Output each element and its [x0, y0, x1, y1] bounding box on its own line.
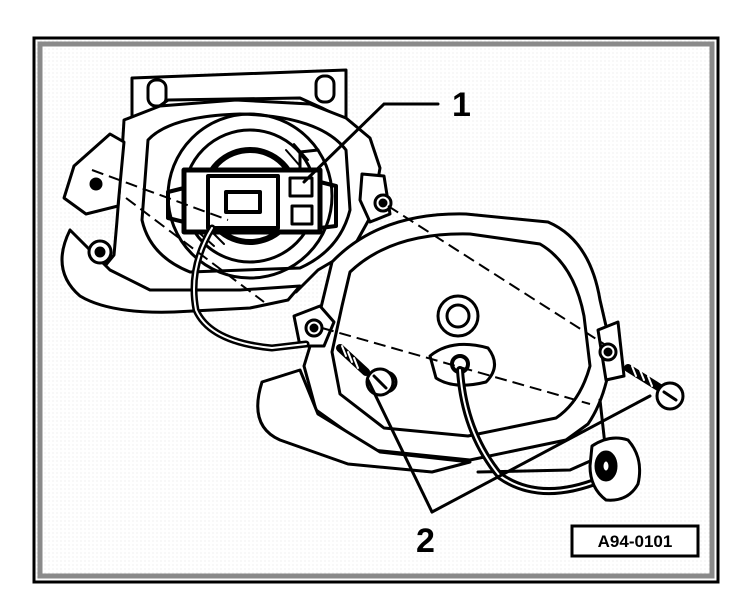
- bulb-socket: [166, 148, 338, 235]
- reference-code: A94-0101: [598, 532, 673, 551]
- callout-1-label: 1: [452, 86, 471, 124]
- callout-2-label: 2: [416, 522, 435, 560]
- reference-code-box: A94-0101: [570, 524, 700, 558]
- plug-connector: [588, 436, 642, 502]
- cover-cap: [256, 212, 626, 474]
- assembly-guide-lines: [91, 169, 605, 405]
- leader-lines: [302, 102, 652, 514]
